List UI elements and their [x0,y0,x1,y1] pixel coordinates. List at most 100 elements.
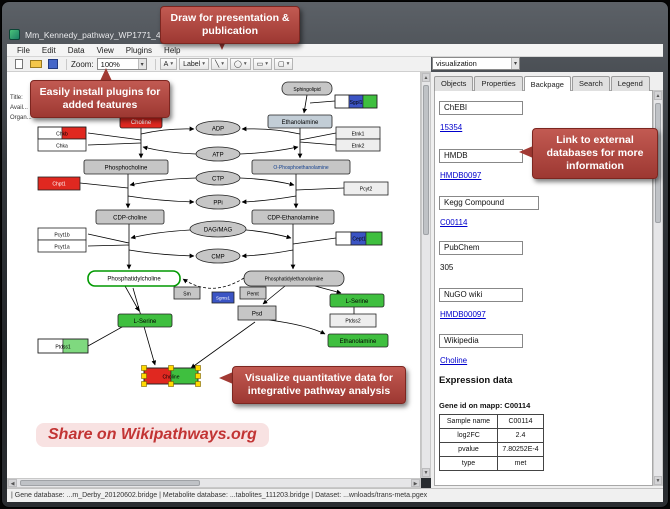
svg-text:Psd: Psd [252,312,262,318]
node-ethanolamine-green[interactable]: Ethanolamine [327,333,389,348]
menu-file[interactable]: File [17,45,30,55]
node-ctp[interactable]: CTP [195,170,241,186]
node-l-serine-right[interactable]: L-Serine [329,293,385,308]
node-psd[interactable]: Psd [237,305,277,321]
node-chpt1[interactable]: Chpt1 [37,176,81,191]
callout-draw: Draw for presentation & publication [160,6,300,45]
node-cdp-ethanolamine[interactable]: CDP-Ethanolamine [251,209,335,225]
nugo-link[interactable]: HMDB00097 [440,310,486,319]
titlebar[interactable]: Mm_Kennedy_pathway_WP1771_45176.gpml [9,26,569,43]
scrollbar-thumb[interactable] [20,480,200,486]
app-pathway-icon [9,29,20,40]
chevron-down-icon: ▾ [221,61,224,67]
menu-help[interactable]: Help [164,45,181,55]
node-selected-choline[interactable]: Choline [143,367,199,385]
expression-table: Sample name C00114 log2FC 2.4 pvalue 7.8… [439,414,544,471]
menu-data[interactable]: Data [67,45,85,55]
node-etnk1[interactable]: Etnk1 [335,126,381,140]
node-chkb[interactable]: Chkb [37,126,87,140]
toolbar-separator [154,58,156,70]
zoom-combobox[interactable]: 100% ▾ [96,58,147,70]
oval-tool-button[interactable]: ◯ ▾ [230,58,251,70]
line-tool-icon: ╲ [215,61,220,68]
menu-view[interactable]: View [96,45,114,55]
node-sgms1[interactable]: Sgms1 [211,291,235,304]
tab-search[interactable]: Search [571,76,610,91]
node-ppi[interactable]: PPi [195,194,241,210]
save-button[interactable] [45,58,61,71]
rounded-rectangle-tool-icon: ▢ [278,61,285,68]
oval-tool-icon: ◯ [234,61,242,68]
tab-legend[interactable]: Legend [610,76,650,91]
scroll-up-icon[interactable]: ▲ [422,73,430,82]
gene-id-line: Gene id on mapp: C00114 [439,401,531,410]
node-etnk2[interactable]: Etnk2 [335,138,381,152]
node-cdp-choline[interactable]: CDP-choline [95,209,165,225]
svg-text:Ptdss2: Ptdss2 [345,319,361,325]
visualization-combobox[interactable]: visualization ▾ [432,57,520,70]
scroll-down-icon[interactable]: ▼ [654,476,662,485]
scrollbar-thumb[interactable] [423,85,429,235]
rounded-rectangle-tool-button[interactable]: ▢ ▾ [274,58,294,70]
chevron-down-icon[interactable]: ▾ [137,59,146,69]
node-sgpl1[interactable]: Sgpl1 [334,94,378,109]
node-sm[interactable]: Sm [173,286,201,300]
svg-text:L-Serine: L-Serine [346,299,369,305]
open-button[interactable] [28,58,44,71]
tab-backpage[interactable]: Backpage [523,76,571,91]
node-ethanolamine-top[interactable]: Ethanolamine [267,114,333,129]
node-cmp[interactable]: CMP [195,248,241,264]
svg-text:Pcyt1b: Pcyt1b [54,233,70,239]
node-phosphatidylethanolamine[interactable]: Phosphatidylethanolamine [243,270,345,287]
svg-text:Pcyt1a: Pcyt1a [54,245,70,251]
chevron-down-icon[interactable]: ▾ [510,58,519,69]
node-phosphatidylcholine[interactable]: Phosphatidylcholine [87,270,181,287]
node-pemt[interactable]: Pemt [239,286,267,300]
chebi-link[interactable]: 15354 [440,123,463,132]
node-dag-mag[interactable]: DAG/MAG [189,220,247,238]
node-pcyt2[interactable]: Pcyt2 [343,181,389,196]
node-ptdss2[interactable]: Ptdss2 [329,313,377,328]
node-sphingolipid[interactable]: Sphingolipid [281,81,333,96]
node-pcyt1a[interactable]: Pcyt1a [37,239,87,253]
svg-text:Pemt: Pemt [247,292,259,298]
node-pcyt1b[interactable]: Pcyt1b [37,227,87,241]
scroll-right-icon[interactable]: ▶ [411,479,420,487]
line-tool-button[interactable]: ╲ ▾ [211,58,228,70]
node-l-serine-left[interactable]: L-Serine [117,313,173,328]
menu-edit[interactable]: Edit [41,45,56,55]
tab-properties[interactable]: Properties [474,76,523,91]
pathway-canvas[interactable]: Title: Avail... Organ... [7,72,421,478]
text-tool-button[interactable]: A ▾ [159,58,178,70]
wikipedia-link[interactable]: Choline [440,356,468,365]
node-choline-top[interactable]: Choline [119,114,163,129]
menu-plugins[interactable]: Plugins [125,45,153,55]
svg-text:Choline: Choline [163,375,180,381]
tab-objects[interactable]: Objects [434,76,474,91]
svg-text:Etnk1: Etnk1 [352,132,365,138]
selection-handles[interactable] [141,365,201,387]
status-text: | Gene database: ...m_Derby_20120602.bri… [11,492,428,499]
node-atp[interactable]: ATP [195,146,241,162]
pathway-infobox: Title: Avail... Organ... [10,95,32,121]
chevron-down-icon: ▾ [170,61,174,67]
rectangle-tool-button[interactable]: ▭ ▾ [252,58,272,70]
canvas-vertical-scrollbar[interactable]: ▲ ▼ [421,72,431,478]
new-file-button[interactable] [11,58,27,71]
scroll-up-icon[interactable]: ▲ [654,91,662,100]
node-chka[interactable]: Chka [37,138,87,152]
node-o-phosphoethanolamine[interactable]: O-Phosphoethanolamine [251,159,351,175]
node-cept1[interactable]: Cept1 [335,231,383,246]
hmdb-link[interactable]: HMDB0097 [440,171,482,180]
section-header-kegg: Kegg Compound [439,196,539,210]
label-tool-button[interactable]: Label ▾ [179,58,210,70]
svg-text:Choline: Choline [131,120,152,126]
kegg-link[interactable]: C00114 [440,218,468,227]
scroll-down-icon[interactable]: ▼ [422,468,430,477]
canvas-horizontal-scrollbar[interactable]: ◀ ▶ [7,478,421,488]
node-ptdss1[interactable]: Ptdss1 [37,338,89,354]
callout-pointer [519,146,533,158]
scroll-left-icon[interactable]: ◀ [8,479,17,487]
node-phosphocholine[interactable]: Phosphocholine [83,159,169,175]
node-adp[interactable]: ADP [195,120,241,136]
